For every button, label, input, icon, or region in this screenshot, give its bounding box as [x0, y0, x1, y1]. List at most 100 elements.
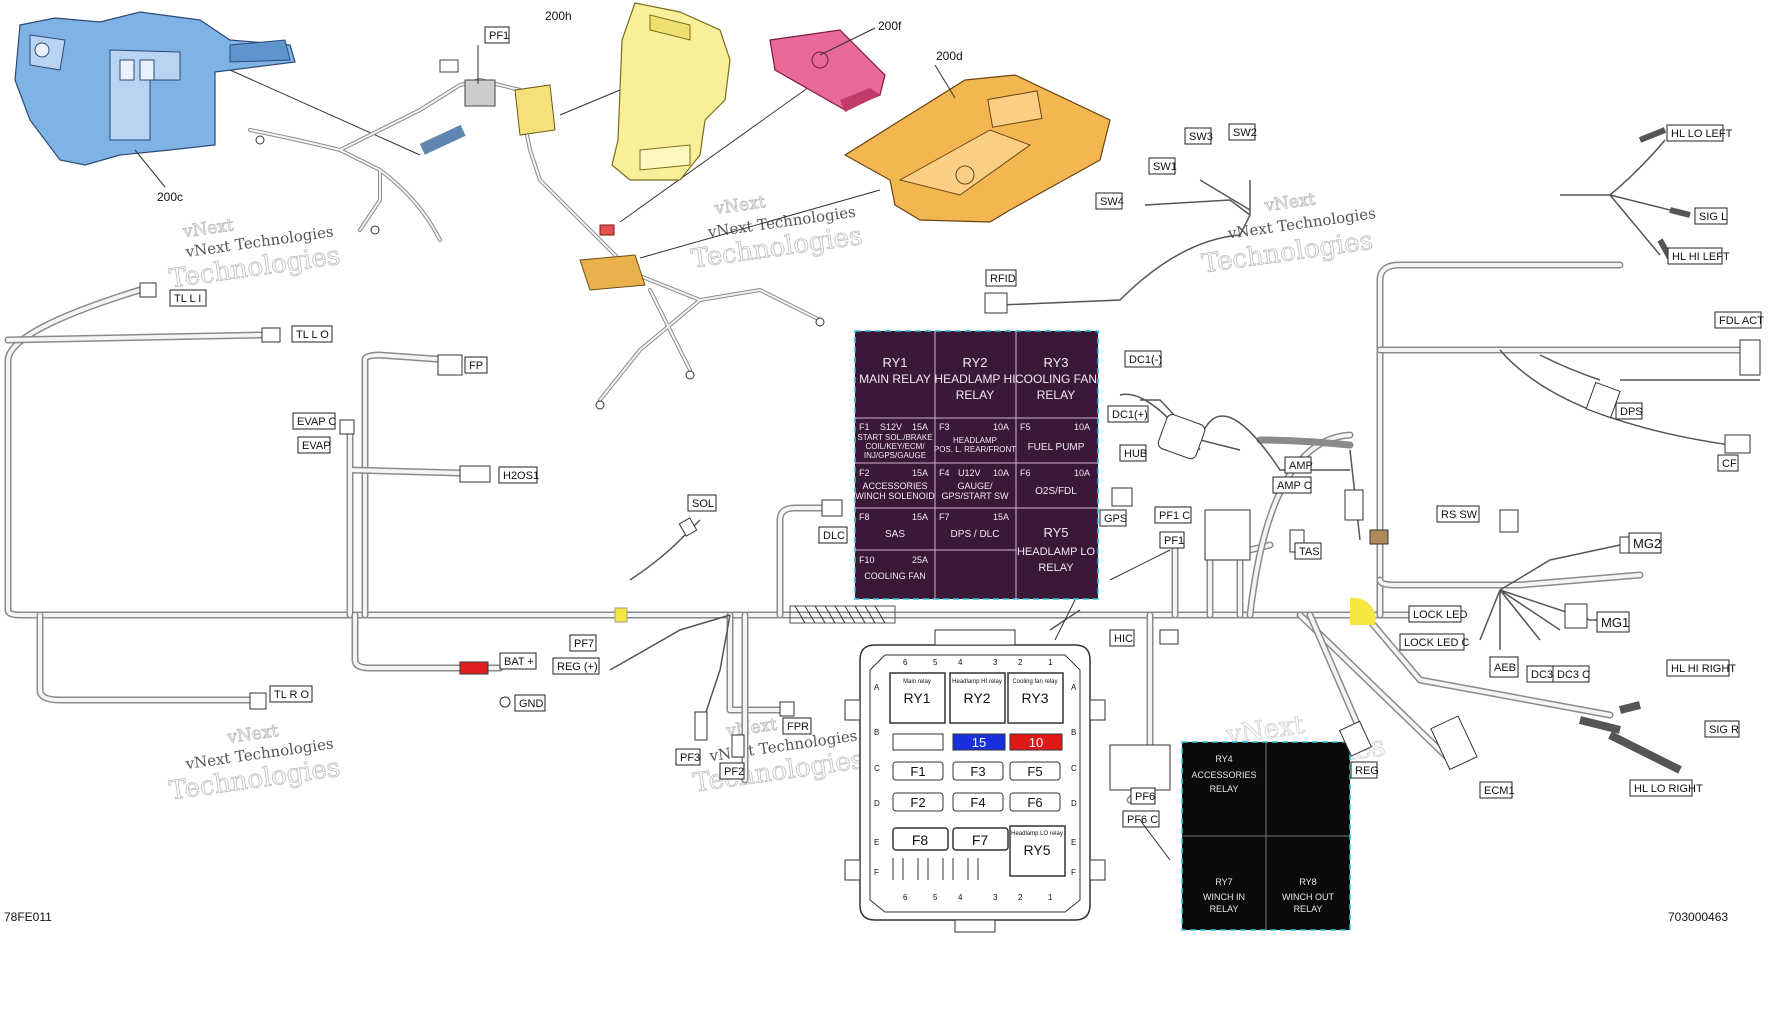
- label-pf2: PF2: [719, 762, 745, 780]
- f1-amp: 15A: [912, 422, 928, 432]
- connector-labels: TL L I TL L O FP EVAP C EVAP H2OS1 SOL D…: [169, 123, 1764, 828]
- col-1-top: 1: [1048, 658, 1053, 667]
- col-4-bottom: 4: [958, 893, 963, 902]
- part-label-200f: 200f: [878, 19, 902, 33]
- ry8-desc2: RELAY: [1294, 904, 1323, 914]
- figure-code-right: 703000463: [1668, 910, 1728, 924]
- f5-id: F5: [1020, 422, 1031, 432]
- svg-text:RY1: RY1: [904, 690, 931, 706]
- fuse-f8: F8: [892, 827, 949, 851]
- label-ampc: AMP C: [1272, 476, 1312, 494]
- svg-text:AMP C: AMP C: [1277, 480, 1312, 492]
- svg-text:FP: FP: [469, 360, 483, 372]
- svg-text:PF2: PF2: [724, 766, 744, 778]
- f7-id: F7: [939, 512, 950, 522]
- fuse-f6: F6: [1009, 792, 1061, 812]
- f3-amp: 10A: [993, 422, 1009, 432]
- f10-desc: COOLING FAN: [864, 571, 926, 581]
- svg-text:HUB: HUB: [1124, 448, 1147, 460]
- f1-id: F1: [859, 422, 870, 432]
- label-hub: HUB: [1119, 444, 1147, 462]
- svg-text:DC1(+): DC1(+): [1112, 409, 1148, 421]
- svg-text:SIG R: SIG R: [1709, 724, 1739, 736]
- svg-text:HL HI RIGHT: HL HI RIGHT: [1671, 663, 1736, 675]
- relay-ry3: Cooling fan relay RY3: [1007, 672, 1064, 724]
- label-sw4: SW4: [1095, 192, 1124, 210]
- fuse-f5: F5: [1009, 761, 1061, 781]
- label-evapc: EVAP C: [292, 412, 336, 430]
- ry5-title: RY5: [1043, 525, 1068, 540]
- f1-desc2: COIL/KEY/ECM/: [865, 442, 925, 451]
- fuse-10: 10: [1009, 733, 1063, 751]
- leader-arrows: [1054, 549, 1171, 861]
- ry5-desc2: RELAY: [1038, 562, 1074, 574]
- svg-text:HL LO RIGHT: HL LO RIGHT: [1634, 783, 1703, 795]
- label-hlhir: HL HI RIGHT: [1666, 659, 1736, 677]
- label-sol: SOL: [687, 494, 717, 512]
- part-label-200d: 200d: [936, 49, 963, 63]
- watermark-5: vNext vNext Technologies Technologies: [691, 714, 866, 799]
- label-tas: TAS: [1294, 542, 1322, 560]
- label-hllol: HL LO LEFT: [1666, 124, 1733, 142]
- fusebox-drawing: 6 5 4 3 2 1 6 5 4 3 2 1 A B C D E F A B …: [844, 629, 1106, 933]
- svg-text:MG1: MG1: [1601, 615, 1629, 630]
- row-e-right: E: [1071, 838, 1076, 847]
- label-dlc: DLC: [818, 526, 848, 544]
- label-aeb: AEB: [1489, 656, 1519, 678]
- watermark-4: vNext vNext Technologies Technologies: [167, 721, 342, 807]
- ry4-desc: ACCESSORIES: [1191, 770, 1256, 780]
- part-200h-cover: 200h: [545, 2, 731, 181]
- row-a-right: A: [1071, 683, 1077, 692]
- svg-text:Cooling fan relay: Cooling fan relay: [1012, 679, 1057, 685]
- svg-text:10: 10: [1029, 735, 1043, 750]
- svg-text:TL L O: TL L O: [296, 329, 329, 341]
- row-c-right: C: [1071, 764, 1077, 773]
- col-4-top: 4: [958, 658, 963, 667]
- col-5-bottom: 5: [933, 893, 938, 902]
- label-pf1: PF1: [484, 26, 510, 44]
- row-b-right: B: [1071, 728, 1076, 737]
- fuse-f4: F4: [952, 792, 1004, 812]
- svg-text:PF1: PF1: [1164, 535, 1184, 547]
- label-lockledc: LOCK LED C: [1399, 633, 1469, 651]
- ry4-title: RY4: [1215, 754, 1232, 764]
- ry2-desc2: RELAY: [956, 388, 994, 402]
- svg-text:HL LO LEFT: HL LO LEFT: [1671, 128, 1733, 140]
- col-5-top: 5: [933, 658, 938, 667]
- label-h2os1: H2OS1: [498, 466, 539, 484]
- fuse-15: 15: [952, 733, 1006, 751]
- ry2-desc: HEADLAMP HI: [934, 372, 1015, 386]
- svg-text:MG2: MG2: [1633, 536, 1661, 551]
- f1-mid: S12V: [880, 422, 902, 432]
- label-cf: CF: [1717, 454, 1739, 472]
- part-label-200c: 200c: [157, 190, 183, 204]
- label-pf1b: PF1: [1159, 531, 1185, 549]
- label-hic: HIC: [1109, 629, 1135, 647]
- f3-id: F3: [939, 422, 950, 432]
- f2-id: F2: [859, 468, 870, 478]
- ry1-title: RY1: [882, 355, 907, 370]
- col-1-bottom: 1: [1048, 893, 1053, 902]
- f6-id: F6: [1020, 468, 1031, 478]
- svg-text:RFID: RFID: [990, 273, 1016, 285]
- col-3-bottom: 3: [993, 893, 998, 902]
- svg-text:TAS: TAS: [1299, 546, 1320, 558]
- part-200f-cover: 200f: [769, 19, 902, 112]
- label-batp: BAT +: [499, 652, 537, 670]
- col-2-bottom: 2: [1018, 893, 1023, 902]
- col-2-top: 2: [1018, 658, 1023, 667]
- label-gnd: GND: [514, 694, 546, 712]
- ry7-desc: WINCH IN: [1203, 892, 1245, 902]
- f1-desc: START SOL./BRAKE: [857, 433, 932, 442]
- svg-text:F4: F4: [970, 795, 985, 810]
- svg-text:15: 15: [972, 735, 986, 750]
- f2-desc2: WINCH SOLENOID: [855, 491, 935, 501]
- svg-text:DC3 C: DC3 C: [1557, 669, 1590, 681]
- label-evap: EVAP: [297, 436, 331, 454]
- svg-text:DC1(-): DC1(-): [1129, 354, 1162, 366]
- svg-text:PF6 C: PF6 C: [1127, 814, 1158, 826]
- label-dc3c: DC3 C: [1552, 665, 1590, 683]
- label-tlro: TL R O: [269, 685, 313, 703]
- label-sigr: SIG R: [1704, 720, 1740, 738]
